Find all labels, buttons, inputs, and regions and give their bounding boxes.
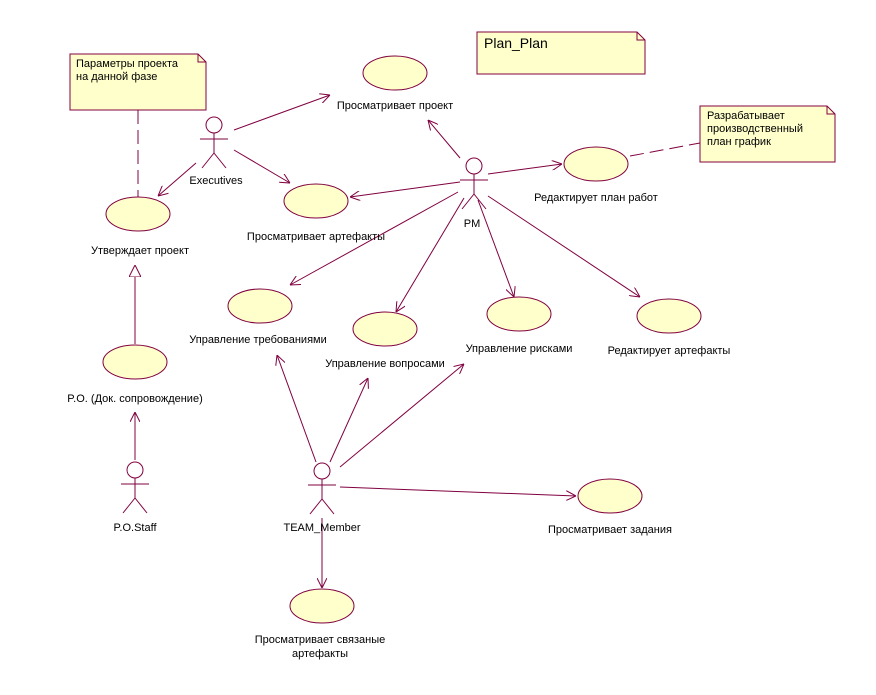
assoc-team-view-tasks	[339, 486, 576, 496]
use-case-edit-work-plan[interactable]: Редактирует план работ	[534, 146, 658, 204]
note-plan-schedule-line-3: план график	[707, 136, 771, 148]
use-case-view-artifacts[interactable]: Просматривает артефакты	[247, 183, 385, 243]
use-case-label: Управление требованиями	[189, 334, 327, 346]
use-case-label: Просматривает проект	[337, 100, 453, 112]
use-case-label: P.O. (Док. сопровождение)	[67, 393, 202, 405]
assoc-executives-view-project	[233, 95, 330, 131]
use-case-label: Редактирует план работ	[534, 192, 658, 204]
actor-name: TEAM_Member	[283, 522, 360, 534]
use-case-label-line-2: артефакты	[292, 648, 348, 660]
use-case-manage-requirements[interactable]: Управление требованиями	[189, 288, 327, 346]
use-case-ellipse	[362, 55, 428, 91]
assoc-team-manage-risks	[339, 364, 464, 468]
assoc-team-manage-questions	[329, 378, 368, 463]
use-case-label: Редактирует артефакты	[608, 345, 731, 357]
use-case-ellipse	[352, 311, 418, 347]
title-note: Plan_Plan	[476, 31, 646, 75]
use-case-label: Просматривает задания	[548, 524, 672, 536]
note-phase-params: Параметры проекта на данной фазе	[69, 53, 207, 111]
assoc-pm-manage-risks	[477, 199, 514, 297]
use-case-ellipse	[227, 288, 293, 324]
use-case-label: Просматривает артефакты	[247, 231, 385, 243]
use-case-ellipse	[102, 344, 168, 380]
use-case-label: Управление рисками	[466, 343, 573, 355]
assoc-executives-approve-project	[158, 162, 197, 196]
stick-figure-actor-icon	[200, 116, 228, 169]
use-case-manage-questions[interactable]: Управление вопросами	[325, 311, 445, 370]
use-case-view-linked-artifacts[interactable]: Просматривает связаные артефакты	[255, 588, 386, 660]
connectors	[135, 95, 701, 588]
use-case-ellipse	[289, 588, 355, 624]
note-plan-schedule-line-1: Разрабатывает	[707, 110, 785, 122]
use-case-ellipse	[577, 478, 643, 514]
stick-figure-actor-icon	[460, 157, 488, 210]
assoc-team-manage-requirements	[277, 355, 317, 463]
actor-name: PM	[464, 218, 481, 230]
use-case-ellipse	[486, 296, 552, 332]
assoc-pm-view-artifacts	[350, 181, 461, 197]
use-case-ellipse	[636, 298, 702, 334]
use-case-edit-artifacts[interactable]: Редактирует артефакты	[608, 298, 731, 357]
assoc-executives-view-artifacts	[233, 149, 290, 183]
actor-team-member[interactable]: TEAM_Member	[283, 462, 361, 534]
assoc-pm-manage-questions	[396, 197, 465, 312]
assoc-pm-manage-requirements	[290, 191, 459, 285]
use-case-ellipse	[283, 183, 349, 219]
use-case-manage-risks[interactable]: Управление рисками	[466, 296, 573, 355]
note-plan-schedule: Разрабатывает производственный план граф…	[699, 105, 836, 163]
use-case-view-tasks[interactable]: Просматривает задания	[548, 478, 672, 536]
actor-pm[interactable]: PM	[460, 157, 488, 230]
actor-name: P.O.Staff	[113, 522, 157, 534]
note-plan-schedule-line-2: производственный	[707, 123, 803, 135]
stick-figure-actor-icon	[121, 461, 149, 514]
use-case-label-line-1: Просматривает связаные	[255, 634, 386, 646]
use-case-approve-project[interactable]: Утверждает проект	[91, 196, 189, 257]
use-case-label: Управление вопросами	[325, 358, 445, 370]
use-case-po-doc-support[interactable]: P.O. (Док. сопровождение)	[67, 344, 203, 405]
note-phase-params-line-2: на данной фазе	[76, 71, 157, 83]
actor-executives[interactable]: Executives	[189, 116, 243, 187]
assoc-pm-edit-artifacts	[487, 195, 640, 297]
use-case-ellipse	[563, 146, 629, 182]
stick-figure-actor-icon	[308, 462, 336, 515]
use-case-ellipse	[105, 196, 171, 232]
assoc-pm-view-project	[428, 120, 461, 159]
note-anchor-plan-schedule	[629, 142, 701, 157]
note-phase-params-line-1: Параметры проекта	[76, 58, 179, 70]
actor-name: Executives	[189, 175, 243, 187]
use-case-view-project[interactable]: Просматривает проект	[337, 55, 453, 112]
title-note-text: Plan_Plan	[484, 35, 548, 51]
actor-po-staff[interactable]: P.O.Staff	[113, 461, 157, 534]
assoc-pm-edit-work-plan	[487, 164, 562, 175]
use-case-label: Утверждает проект	[91, 245, 189, 257]
